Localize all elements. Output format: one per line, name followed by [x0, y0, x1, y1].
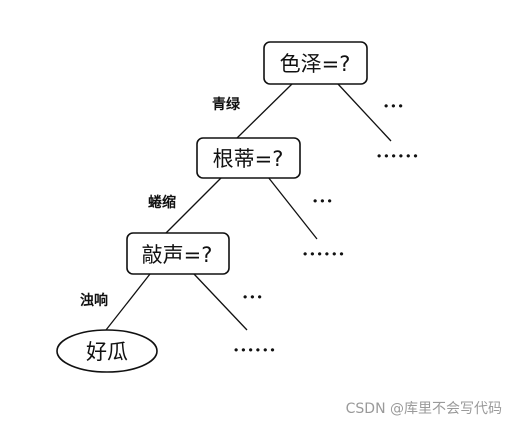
- edge-knock-sound-to-good-melon: [105, 273, 151, 331]
- edge-label-qinglv: 青绿: [212, 96, 241, 113]
- node-root-stem: 根蒂=?: [196, 137, 301, 179]
- edge-root-stem-to-other-1: [267, 176, 318, 240]
- ellipsis-level1-long: ······: [376, 146, 420, 167]
- edge-label-quansuo: 蜷缩: [148, 194, 176, 211]
- ellipsis-level3-long: ······: [233, 340, 277, 361]
- ellipsis-level1-short: ···: [383, 96, 405, 117]
- node-color-label: 色泽=?: [280, 52, 351, 76]
- node-knock-sound-label: 敲声=?: [142, 243, 213, 267]
- edge-color-to-root-stem: [235, 83, 293, 140]
- node-root-stem-label: 根蒂=?: [213, 147, 284, 171]
- edge-knock-sound-to-other-1: [193, 273, 248, 331]
- edge-root-stem-to-knock-sound: [165, 176, 223, 234]
- edge-color-to-other-1: [337, 83, 392, 142]
- node-knock-sound: 敲声=?: [126, 232, 230, 275]
- node-color: 色泽=?: [263, 41, 368, 85]
- ellipsis-level2-long: ······: [302, 244, 346, 265]
- ellipsis-level3-short: ···: [242, 287, 264, 308]
- leaf-good-melon: 好瓜: [56, 329, 158, 373]
- ellipsis-level2-short: ···: [312, 191, 334, 212]
- edge-label-zhuoxiang: 浊响: [80, 292, 108, 309]
- leaf-good-melon-label: 好瓜: [86, 340, 128, 364]
- watermark: CSDN @库里不会写代码: [346, 401, 502, 417]
